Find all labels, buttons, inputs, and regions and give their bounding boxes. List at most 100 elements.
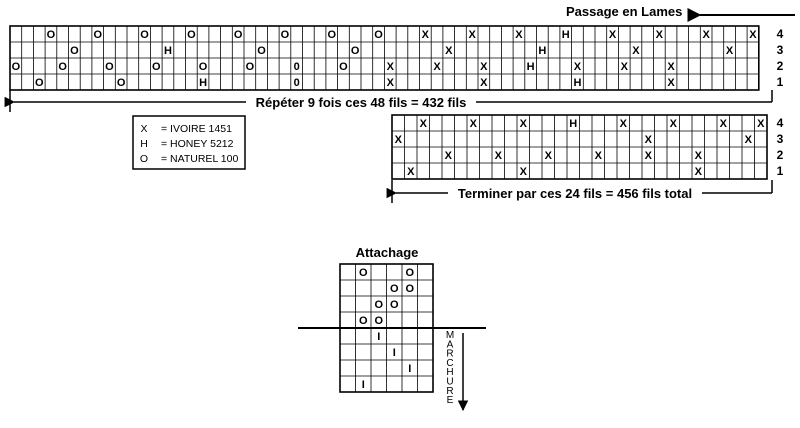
main-grid-cell-mark: X — [632, 45, 640, 57]
main-grid-cell-mark: O — [140, 29, 149, 41]
legend-text: = IVOIRE 1451 — [161, 123, 232, 135]
end-grid-cell-mark: X — [745, 134, 753, 146]
repeat-label: Répéter 9 fois ces 48 fils = 432 fils — [256, 95, 467, 110]
end-grid-cell-mark: X — [645, 134, 653, 146]
main-grid-cell-mark: O — [234, 29, 243, 41]
main-grid-cell-mark: X — [702, 29, 710, 41]
main-grid-cell-mark: X — [515, 29, 523, 41]
tieup-cell-mark: I — [393, 347, 396, 359]
tieup-cell-mark: O — [405, 283, 414, 295]
main-grid-cell-mark: O — [257, 45, 266, 57]
main-grid-row-number: 3 — [777, 43, 784, 57]
main-grid-cell-mark: O — [35, 77, 44, 89]
main-grid-row-number: 4 — [777, 27, 784, 41]
main-grid-cell-mark: O — [93, 29, 102, 41]
end-grid-cell-mark: X — [720, 118, 728, 130]
main-grid-cell-mark: O — [281, 29, 290, 41]
end-grid-row-number: 3 — [777, 132, 784, 146]
main-grid-cell-mark: O — [199, 61, 208, 73]
treadling-label-letter: E — [447, 395, 454, 406]
tieup-title: Attachage — [356, 245, 419, 260]
header-title: Passage en Lames — [566, 4, 683, 19]
end-grid-cell-mark: X — [645, 150, 653, 162]
main-grid-cell-mark: O — [339, 61, 348, 73]
main-grid-cell-mark: X — [726, 45, 734, 57]
tieup-cell-mark: I — [408, 363, 411, 375]
end-grid-cell-mark: X — [395, 134, 403, 146]
treadling-label-letter: H — [446, 367, 453, 378]
end-grid-cell-mark: H — [569, 118, 577, 130]
tieup-cell-mark: O — [374, 315, 383, 327]
end-grid-cell-mark: X — [407, 166, 415, 178]
main-grid-cell-mark: X — [749, 29, 757, 41]
end-grid-cell-mark: X — [670, 118, 678, 130]
treadling-label-letter: R — [446, 386, 453, 397]
end-grid-cell-mark: X — [695, 150, 703, 162]
main-grid-cell-mark: O — [246, 61, 255, 73]
main-grid-cell-mark: X — [387, 77, 395, 89]
main-grid-cell-mark: X — [480, 77, 488, 89]
treadling-label-letter: M — [446, 330, 454, 341]
end-grid-cell-mark: X — [420, 118, 428, 130]
end-grid-cell-mark: X — [545, 150, 553, 162]
end-grid-cell-mark: X — [695, 166, 703, 178]
tieup-cell-mark: O — [390, 299, 399, 311]
main-grid-cell-mark: O — [152, 61, 161, 73]
main-grid-cell-mark: O — [351, 45, 360, 57]
main-grid-cell-mark: X — [387, 61, 395, 73]
main-grid-row-number: 2 — [777, 59, 784, 73]
main-grid-cell-mark: X — [667, 61, 675, 73]
main-grid-cell-mark: 0 — [294, 61, 300, 73]
main-grid-cell-mark: O — [70, 45, 79, 57]
main-grid-row-number: 1 — [777, 75, 784, 89]
treadling-label-letter: U — [446, 377, 453, 388]
main-grid-cell-mark: H — [562, 29, 570, 41]
main-grid-cell-mark: O — [47, 29, 56, 41]
main-grid-cell-mark: O — [12, 61, 21, 73]
tieup-cell-mark: O — [374, 299, 383, 311]
end-grid-cell-mark: X — [445, 150, 453, 162]
legend-text: = NATUREL 100 — [161, 153, 238, 165]
treadling-label-letter: A — [447, 339, 454, 350]
tieup-cell-mark: I — [362, 379, 365, 391]
treadling-label-letter: R — [446, 349, 453, 360]
end-grid-cell-mark: X — [520, 166, 528, 178]
main-grid-cell-mark: X — [445, 45, 453, 57]
main-grid-cell-mark: H — [538, 45, 546, 57]
main-grid-cell-mark: X — [667, 77, 675, 89]
legend-text: = HONEY 5212 — [161, 138, 234, 150]
main-grid-cell-mark: O — [327, 29, 336, 41]
main-grid-cell-mark: H — [573, 77, 581, 89]
finish-label: Terminer par ces 24 fils = 456 fils tota… — [458, 186, 692, 201]
main-grid-cell-mark: H — [199, 77, 207, 89]
main-grid-cell-mark: H — [527, 61, 535, 73]
main-grid-cell-mark: X — [574, 61, 582, 73]
main-grid-cell-mark: X — [433, 61, 441, 73]
main-grid-cell-mark: X — [656, 29, 664, 41]
main-grid-cell-mark: X — [621, 61, 629, 73]
main-grid-cell-mark: H — [164, 45, 172, 57]
tieup-cell-mark: O — [390, 283, 399, 295]
main-grid-cell-mark: O — [187, 29, 196, 41]
main-grid-cell-mark: O — [58, 61, 67, 73]
end-grid-cell-mark: X — [470, 118, 478, 130]
tieup-cell-mark: O — [359, 267, 368, 279]
main-grid-cell-mark: O — [105, 61, 114, 73]
end-grid-cell-mark: X — [595, 150, 603, 162]
end-grid-row-number: 4 — [777, 116, 784, 130]
legend-symbol: O — [140, 153, 148, 165]
end-grid-row-number: 1 — [777, 164, 784, 178]
tieup-cell-mark: I — [377, 331, 380, 343]
main-grid-cell-mark: X — [609, 29, 617, 41]
main-grid-cell-mark: X — [468, 29, 476, 41]
end-grid-cell-mark: X — [520, 118, 528, 130]
main-grid-cell-mark: X — [480, 61, 488, 73]
end-grid-cell-mark: X — [757, 118, 765, 130]
main-grid-cell-mark: O — [374, 29, 383, 41]
main-grid-cell-mark: O — [117, 77, 126, 89]
